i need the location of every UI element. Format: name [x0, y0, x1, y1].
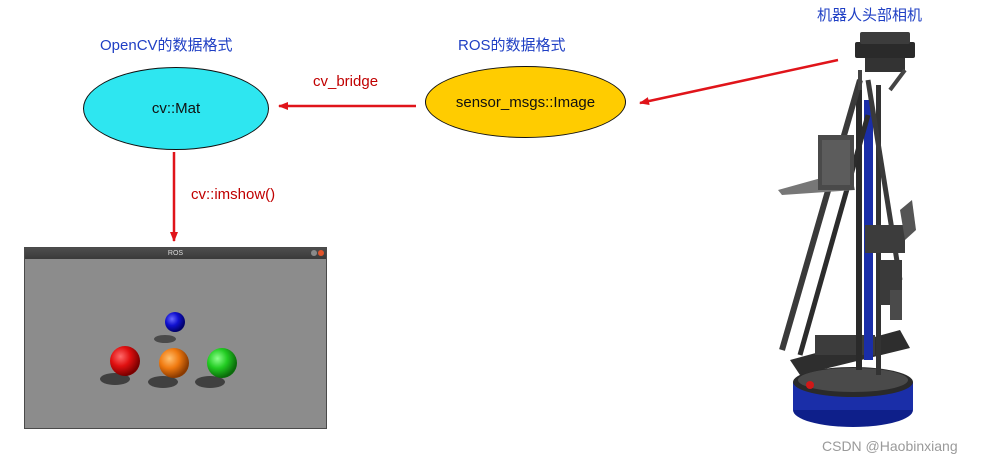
close-icon[interactable]: [318, 250, 324, 256]
watermark: CSDN @Haobinxiang: [822, 438, 958, 454]
camera-title: 机器人头部相机: [817, 7, 923, 24]
blue-ball: [165, 312, 185, 332]
window-title: ROS: [167, 250, 184, 257]
green-ball: [207, 348, 237, 378]
window-titlebar[interactable]: ROS: [25, 248, 326, 259]
sensor-msgs-image-node: sensor_msgs::Image: [425, 66, 626, 138]
ros-format-title: ROS的数据格式: [458, 37, 566, 54]
sensor-msgs-image-label: sensor_msgs::Image: [455, 93, 596, 111]
opencv-format-title: OpenCV的数据格式: [100, 37, 233, 54]
cv-bridge-label: cv_bridge: [313, 73, 379, 90]
red-ball: [110, 346, 140, 376]
camera-to-image-arrow: [639, 58, 839, 105]
minimize-icon[interactable]: [311, 250, 317, 256]
cv-mat-label: cv::Mat: [151, 100, 201, 117]
balls-scene: [100, 312, 237, 388]
robot-image: [778, 32, 916, 427]
ros-image-window[interactable]: ROS: [25, 248, 326, 428]
imshow-label: cv::imshow(): [191, 186, 276, 203]
cv-mat-node: cv::Mat: [83, 67, 269, 150]
orange-ball: [159, 348, 189, 378]
